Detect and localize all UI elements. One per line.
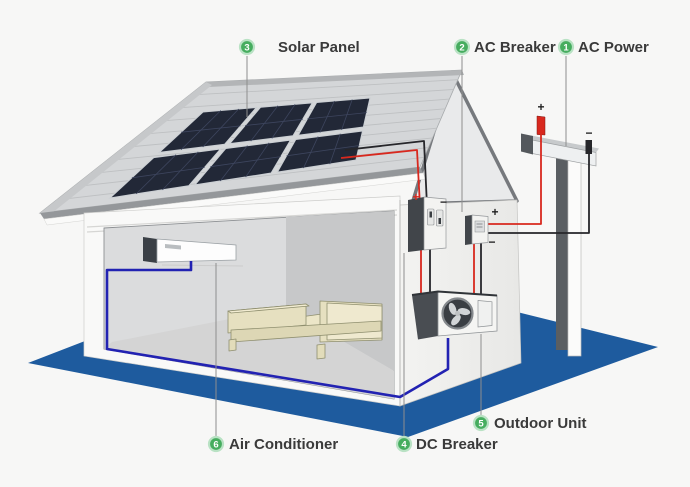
solar-panel bbox=[193, 139, 292, 186]
crossarm-top bbox=[527, 135, 599, 153]
ac-minus-mark: − bbox=[488, 235, 495, 249]
label-2-number: 2 bbox=[459, 43, 464, 54]
outdoor-unit-panel bbox=[477, 300, 493, 328]
outdoor-unit bbox=[411, 290, 498, 340]
room-interior bbox=[103, 210, 395, 400]
pole-negative-terminal bbox=[585, 140, 592, 154]
bed-footboard-top bbox=[227, 303, 310, 314]
pole-positive-terminal bbox=[536, 115, 546, 136]
label-2-text: AC Breaker bbox=[474, 39, 556, 56]
fan-blades bbox=[448, 302, 471, 326]
dc-plus-mark: + bbox=[412, 190, 419, 204]
pole-minus-mark: − bbox=[585, 126, 592, 140]
indoor-ac-body bbox=[156, 238, 237, 263]
dc-breaker: + − bbox=[408, 190, 447, 252]
label-1-text: AC Power bbox=[578, 39, 649, 56]
house bbox=[38, 69, 522, 407]
crossarm-end-cap bbox=[521, 133, 533, 155]
label-1-number: 1 bbox=[563, 43, 569, 54]
power-pole: + − bbox=[521, 100, 599, 357]
pole-shaft-light-face bbox=[567, 149, 582, 357]
label-4-text: DC Breaker bbox=[416, 436, 498, 453]
ac-breaker-display bbox=[474, 220, 485, 233]
pole-shaft bbox=[556, 150, 568, 350]
ac-breaker: + − bbox=[465, 205, 499, 249]
label-outdoor-unit: 5 Outdoor Unit bbox=[472, 414, 586, 432]
grid-wire-red bbox=[487, 134, 542, 225]
label-ac-breaker: 2 AC Breaker bbox=[453, 38, 556, 56]
solar-panel bbox=[228, 102, 314, 145]
label-5-number: 5 bbox=[478, 419, 484, 430]
bed-leg bbox=[228, 338, 237, 352]
label-1-badge bbox=[557, 38, 575, 56]
roof-ridge-cap bbox=[206, 70, 464, 87]
label-5-badge bbox=[472, 414, 490, 432]
pv-wire-red bbox=[340, 149, 421, 207]
indoor-ac-end-cap bbox=[143, 237, 157, 263]
ac-breaker-display-lines bbox=[476, 223, 483, 228]
bed-leg bbox=[316, 343, 326, 360]
indoor-ac-vent bbox=[165, 244, 181, 250]
solar-panel-cell-grid bbox=[131, 99, 367, 195]
label-air-conditioner: 6 Air Conditioner bbox=[207, 435, 338, 453]
dc-breaker-toggle bbox=[429, 211, 432, 218]
leader-lines bbox=[215, 56, 567, 437]
fan-hub bbox=[454, 310, 461, 317]
label-4-badge bbox=[395, 435, 413, 453]
bed-base-rail bbox=[230, 320, 382, 343]
label-3-text: Solar Panel bbox=[278, 39, 360, 56]
label-5-text: Outdoor Unit bbox=[494, 415, 586, 432]
label-6-text: Air Conditioner bbox=[229, 436, 338, 453]
pole-plus-mark: + bbox=[537, 100, 544, 114]
ac-breaker-side bbox=[465, 215, 472, 245]
label-ac-power: 1 AC Power bbox=[557, 38, 649, 56]
blue-wire bbox=[105, 261, 450, 399]
label-solar-panel: 3 Solar Panel bbox=[238, 38, 360, 56]
bed bbox=[227, 300, 383, 360]
label-6-number: 6 bbox=[213, 440, 218, 451]
label-2-badge bbox=[453, 38, 471, 56]
roof-rake-edge bbox=[40, 82, 212, 217]
solar-panel-array bbox=[108, 97, 371, 199]
dc-breaker-side bbox=[408, 197, 424, 252]
grid-wire-black bbox=[487, 153, 590, 234]
roof-eave-band bbox=[40, 167, 423, 219]
dc-minus-mark: − bbox=[440, 195, 447, 209]
pv-wire-black bbox=[344, 140, 428, 207]
outdoor-unit-top-edge bbox=[411, 290, 498, 297]
indoor-ac-unit bbox=[143, 237, 244, 267]
label-3-badge bbox=[238, 38, 256, 56]
label-4-number: 4 bbox=[401, 440, 407, 451]
labels: 1 AC Power 2 AC Breaker 3 Solar Panel 4 … bbox=[207, 38, 649, 453]
dc-breaker-toggle bbox=[438, 218, 441, 224]
label-dc-breaker: 4 DC Breaker bbox=[395, 435, 498, 453]
wiring bbox=[340, 134, 590, 298]
label-6-badge bbox=[207, 435, 225, 453]
indoor-ac-shadow bbox=[161, 264, 244, 267]
ac-plus-mark: + bbox=[491, 205, 498, 219]
outdoor-unit-side bbox=[412, 291, 438, 340]
label-3-number: 3 bbox=[244, 43, 249, 54]
